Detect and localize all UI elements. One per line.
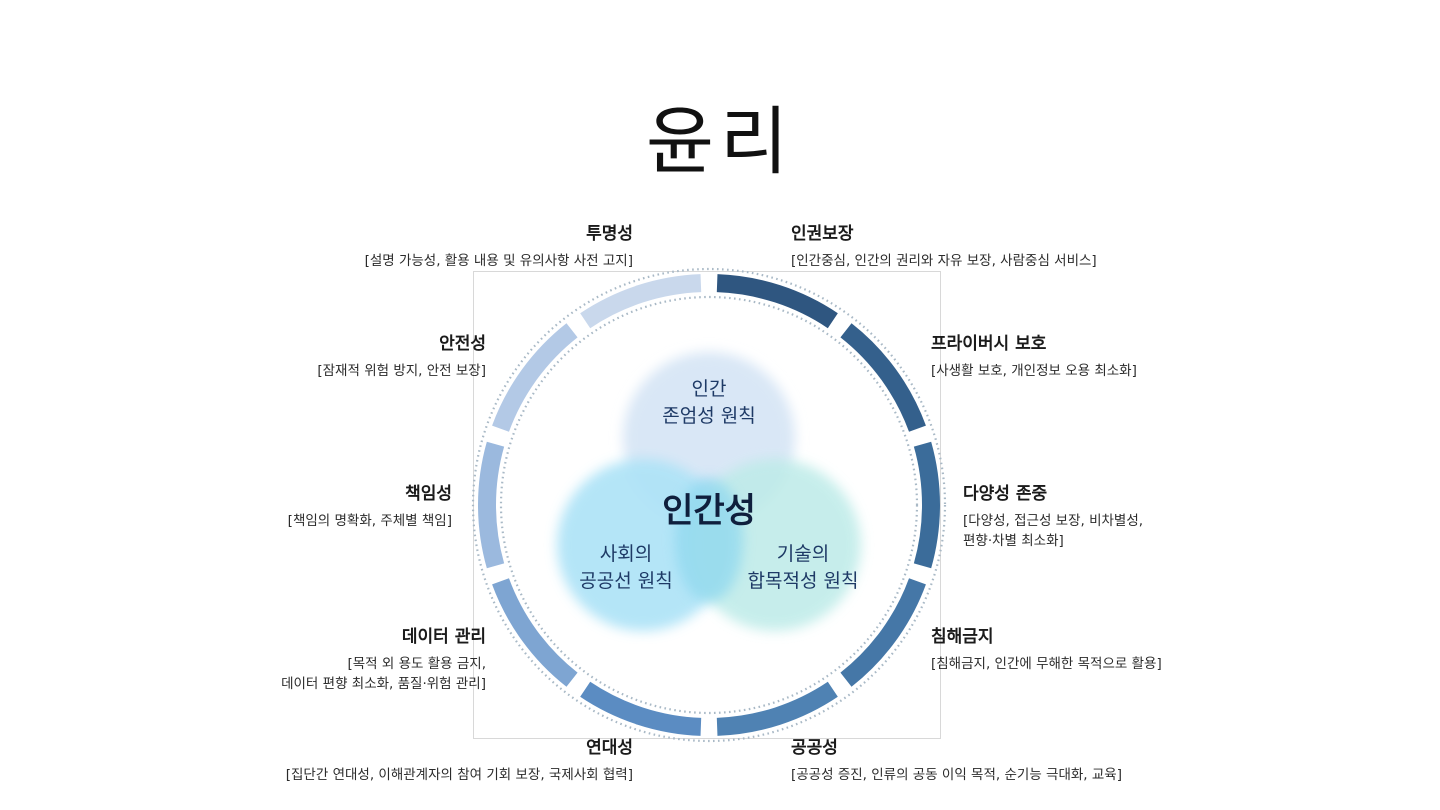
circle-right-line1: 기술의: [776, 543, 830, 565]
dotted-outer-ring: [471, 267, 947, 743]
ring-segment-1: [716, 274, 838, 329]
ring-segment-2: [840, 323, 926, 432]
label-heading: 데이터 관리: [401, 627, 486, 647]
label-desc: [다양성, 접근성 보장, 비차별성, 편향·차별 최소화]: [963, 511, 1143, 551]
label-privacy: 프라이버시 보호 [사생활 보호, 개인정보 오용 최소화]: [931, 333, 1137, 381]
ring-segment-9: [492, 323, 578, 432]
label-desc: [잠재적 위험 방지, 안전 보장]: [317, 363, 486, 379]
label-desc: [사생활 보호, 개인정보 오용 최소화]: [931, 363, 1137, 379]
circle-top-label: 인간 존엄성 원칙: [634, 376, 784, 430]
label-desc-line: 편향·차별 최소화]: [963, 533, 1064, 549]
label-data-management: 데이터 관리 [목적 외 용도 활용 금지, 데이터 편향 최소화, 품질·위험…: [281, 626, 486, 694]
label-human-rights: 인권보장 [인간중심, 인간의 권리와 자유 보장, 사람중심 서비스]: [791, 223, 1097, 271]
label-heading: 침해금지: [931, 627, 994, 647]
label-desc: [목적 외 용도 활용 금지, 데이터 편향 최소화, 품질·위험 관리]: [281, 654, 486, 694]
circle-top-line2: 존엄성 원칙: [662, 405, 756, 427]
label-no-harm: 침해금지 [침해금지, 인간에 무해한 목적으로 활용]: [931, 626, 1162, 674]
label-accountability: 책임성 [책임의 명확화, 주체별 책임]: [288, 483, 452, 531]
label-desc: [집단간 연대성, 이해관계자의 참여 기회 보장, 국제사회 협력]: [285, 767, 633, 783]
label-heading: 다양성 존중: [963, 484, 1048, 504]
label-heading: 투명성: [586, 224, 633, 244]
label-solidarity: 연대성 [집단간 연대성, 이해관계자의 참여 기회 보장, 국제사회 협력]: [286, 737, 633, 785]
label-desc: [인간중심, 인간의 권리와 자유 보장, 사람중심 서비스]: [791, 253, 1097, 269]
label-desc-line: 데이터 편향 최소화, 품질·위험 관리]: [281, 676, 486, 692]
dotted-inner-ring: [499, 295, 919, 715]
ring-segment-8: [478, 441, 505, 569]
label-publicness: 공공성 [공공성 증진, 인류의 공동 이익 목적, 순기능 극대화, 교육]: [791, 737, 1122, 785]
circle-top-line1: 인간: [691, 378, 727, 400]
label-diversity: 다양성 존중 [다양성, 접근성 보장, 비차별성, 편향·차별 최소화]: [963, 483, 1143, 551]
label-heading: 책임성: [405, 484, 452, 504]
label-transparency: 투명성 [설명 가능성, 활용 내용 및 유의사항 사전 고지]: [365, 223, 633, 271]
label-desc: [책임의 명확화, 주체별 책임]: [287, 513, 452, 529]
circle-right-label: 기술의 합목적성 원칙: [718, 541, 888, 595]
label-heading: 인권보장: [791, 224, 854, 244]
label-desc-line: [다양성, 접근성 보장, 비차별성,: [963, 513, 1144, 529]
venn-circles: [557, 352, 861, 631]
core-label: 인간성: [662, 491, 756, 531]
venn-overlap: [675, 478, 743, 602]
ring-segment-5: [716, 681, 838, 736]
label-heading: 안전성: [439, 334, 486, 354]
label-heading: 연대성: [586, 738, 633, 758]
label-heading: 프라이버시 보호: [931, 334, 1047, 354]
label-heading: 공공성: [791, 738, 838, 758]
label-desc-line: [목적 외 용도 활용 금지,: [347, 656, 486, 672]
label-desc: [침해금지, 인간에 무해한 목적으로 활용]: [931, 656, 1162, 672]
circle-left-label: 사회의 공공선 원칙: [551, 541, 701, 595]
label-desc: [설명 가능성, 활용 내용 및 유의사항 사전 고지]: [364, 253, 633, 269]
ring-segment-3: [913, 441, 940, 569]
circle-left-line1: 사회의: [599, 543, 653, 565]
circle-right-line2: 합목적성 원칙: [747, 570, 859, 592]
ring-segment-7: [492, 578, 578, 687]
label-safety: 안전성 [잠재적 위험 방지, 안전 보장]: [317, 333, 486, 381]
ring-segment-4: [840, 578, 926, 687]
slide-title: 윤리: [645, 99, 795, 185]
ring-segment-6: [580, 681, 702, 736]
label-desc: [공공성 증진, 인류의 공동 이익 목적, 순기능 극대화, 교육]: [791, 767, 1122, 783]
ring-segments: [478, 274, 940, 736]
circle-left-line2: 공공선 원칙: [579, 570, 673, 592]
ring-segment-10: [580, 274, 702, 329]
